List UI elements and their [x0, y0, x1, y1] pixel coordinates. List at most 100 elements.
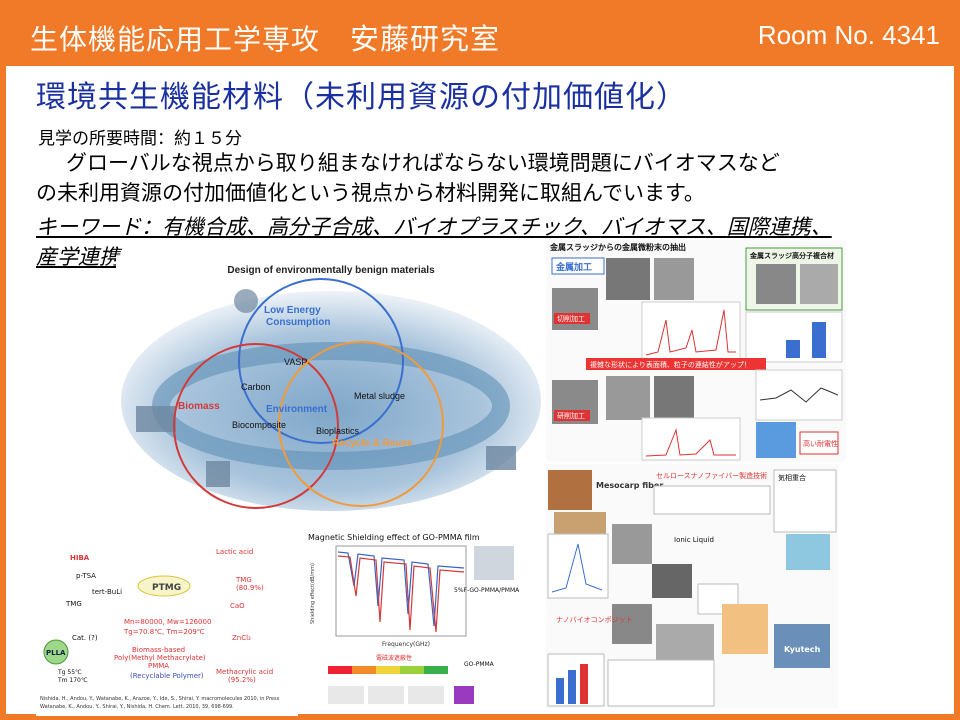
chart-a-trace	[551, 543, 603, 593]
scale-seg-1	[328, 666, 352, 674]
circle-recycle	[278, 341, 444, 507]
photo-fan	[786, 534, 830, 570]
label-biocomposite: Biocomposite	[232, 420, 286, 430]
photo-5	[800, 264, 838, 304]
tour-duration: 見学の所要時間：約１５分	[38, 129, 242, 149]
pmma-name-label: Poly(Methyl Methacrylate)	[114, 654, 206, 662]
metal-panel-title: 金属スラッジからの金属微粉末の抽出	[549, 242, 686, 252]
shield-trace	[759, 387, 839, 403]
hiba-label: HIBA	[70, 554, 90, 562]
cellulose-label: セルロースナノファイバー製造技術	[656, 471, 767, 480]
ionic-label: Ionic Liquid	[674, 536, 714, 544]
mag-legend-2: GO-PMMA	[464, 661, 495, 668]
chemistry-scheme: HIBA p-TSA Lactic acid TMG tert-BuLi PTM…	[36, 524, 298, 716]
venn-figure: Design of environmentally benign materia…	[116, 256, 546, 511]
scale-box-3	[408, 686, 444, 704]
label-carbon: Carbon	[241, 382, 271, 392]
ptmg-pill	[137, 575, 191, 597]
keyword-3: バイオプラスチック	[393, 215, 580, 239]
biomass-pmma-label: Biomass-based	[132, 646, 185, 654]
reference-2: Watanabe, K., Andou, Y., Shirai, Y., Nis…	[40, 704, 234, 710]
photo-sem-1	[612, 524, 652, 564]
photo-sem-2	[652, 564, 692, 598]
scale-box-1	[328, 686, 364, 704]
high-shield-box	[799, 431, 839, 455]
label-biomass: Biomass	[178, 401, 220, 412]
label-vasp: VASP	[284, 357, 307, 367]
mn-label: Mn=80000, Mw=126000	[124, 618, 211, 626]
label-environment: Environment	[266, 404, 328, 415]
zncl2-label: ZnCl₂	[232, 634, 251, 642]
bar-1	[786, 340, 800, 358]
sign-3	[206, 461, 230, 487]
photo-8	[654, 376, 694, 420]
tg-label: Tg=70.8℃, Tm=209℃	[123, 628, 205, 636]
scale-seg-4	[400, 666, 424, 674]
description-line-2: の未利用資源の付加価値化という視点から材料開発に取組んでいます。	[36, 181, 705, 205]
metal-processing-label: 金属加工	[555, 261, 592, 273]
methacrylic-pct-label: (95.2%)	[228, 676, 256, 684]
keyword-5: 国際連携	[726, 215, 811, 239]
keyword-2: 高分子合成	[267, 215, 372, 239]
label-metal-sludge: Metal sludge	[354, 391, 405, 401]
label-bioplastics: Bioplastics	[316, 426, 360, 436]
mesocarp-label: Mesocarp fiber	[596, 481, 663, 490]
scale-title: 電磁波遮蔽性	[376, 654, 412, 662]
methacrylic-label: Methacrylic acid	[216, 668, 273, 676]
bar-2	[812, 322, 826, 358]
photo-bottles	[722, 604, 768, 654]
metal-processing-box	[551, 257, 605, 275]
header-bar: 生体機能応用工学専攻安藤研究室 Room No. 4341	[6, 6, 954, 66]
tbuli-label: tert-BuLi	[92, 588, 122, 596]
cat-label: Cat. (?)	[72, 634, 98, 642]
metal-sludge-svg: 金属スラッジからの金属微粉末の抽出 金属加工 切削加工 金属スラッジ高分子複合材…	[549, 242, 843, 461]
process-box	[653, 485, 771, 515]
room-number: Room No. 4341	[757, 20, 940, 50]
bio-bar-2	[568, 670, 576, 704]
mag-xlabel: Frequency(GHz)	[382, 641, 430, 648]
plla-label: PLLA	[46, 649, 66, 657]
scale-seg-3	[376, 666, 400, 674]
foam-label: 気相重合	[778, 473, 806, 482]
graph-panel	[607, 659, 715, 707]
mag-chart-title: Magnetic Shielding effect of GO-PMMA fil…	[308, 533, 480, 542]
photo-4	[756, 264, 796, 304]
sign-2	[486, 446, 516, 470]
sign-4	[234, 289, 258, 313]
high-shield-label: 高い耐電性	[803, 439, 838, 448]
cutting-badge-label: 切削加工	[557, 314, 585, 323]
department-name: 生体機能応用工学専攻	[30, 23, 321, 56]
keyword-6: 産学連携	[36, 245, 120, 269]
biomass-panel: Mesocarp fiber セルロースナノファイバー製造技術 気相重合 Ion…	[546, 464, 838, 708]
scale-seg-5	[424, 666, 448, 674]
tmg-label: TMG	[65, 600, 82, 608]
reference-1: Nishida, H., Andou, Y., Watanabe, K., Ar…	[40, 696, 280, 702]
mag-legend-1: 5%F-GO-PMMA/PMMA	[454, 587, 520, 594]
venn-title: Design of environmentally benign materia…	[227, 265, 435, 276]
grinding-badge-label: 研削加工	[557, 411, 585, 420]
foam-box	[773, 469, 837, 533]
magnetic-svg: Magnetic Shielding effect of GO-PMMA fil…	[308, 533, 520, 704]
label-recycle: Recycle & Reuse	[332, 438, 413, 449]
tg2-label: Tg 55℃	[57, 669, 82, 676]
bio-bar-3	[580, 664, 588, 704]
mag-ylabel: Shielding effect(dB/mm)	[310, 563, 316, 624]
keyword-1: 有機合成	[162, 215, 246, 239]
ptmg-label: PTMG	[152, 583, 181, 593]
biomass-svg: Mesocarp fiber セルロースナノファイバー製造技術 気相重合 Ion…	[547, 469, 837, 707]
cutting-badge	[554, 313, 590, 324]
description-line-1: グローバルな視点から取り組まなければならない環境問題にバイオマスなど	[66, 151, 780, 175]
banner-text: 複雑な形状により表面積、粒子の連結性がアップ！	[590, 360, 751, 369]
tm2-label: Tm 170℃	[57, 677, 88, 684]
header-title: 生体機能応用工学専攻安藤研究室	[30, 16, 500, 58]
photo-sem-4	[656, 624, 714, 660]
magnetic-shielding-chart: Magnetic Shielding effect of GO-PMMA fil…	[304, 526, 544, 712]
photo-sem-3	[612, 604, 652, 644]
photo-kyutech	[774, 624, 830, 668]
lactic-label: Lactic acid	[216, 548, 253, 556]
photo-9	[756, 422, 796, 458]
lab-name: 安藤研究室	[350, 22, 501, 56]
plla-circle	[43, 639, 69, 665]
venn-svg: Design of environmentally benign materia…	[121, 265, 541, 511]
